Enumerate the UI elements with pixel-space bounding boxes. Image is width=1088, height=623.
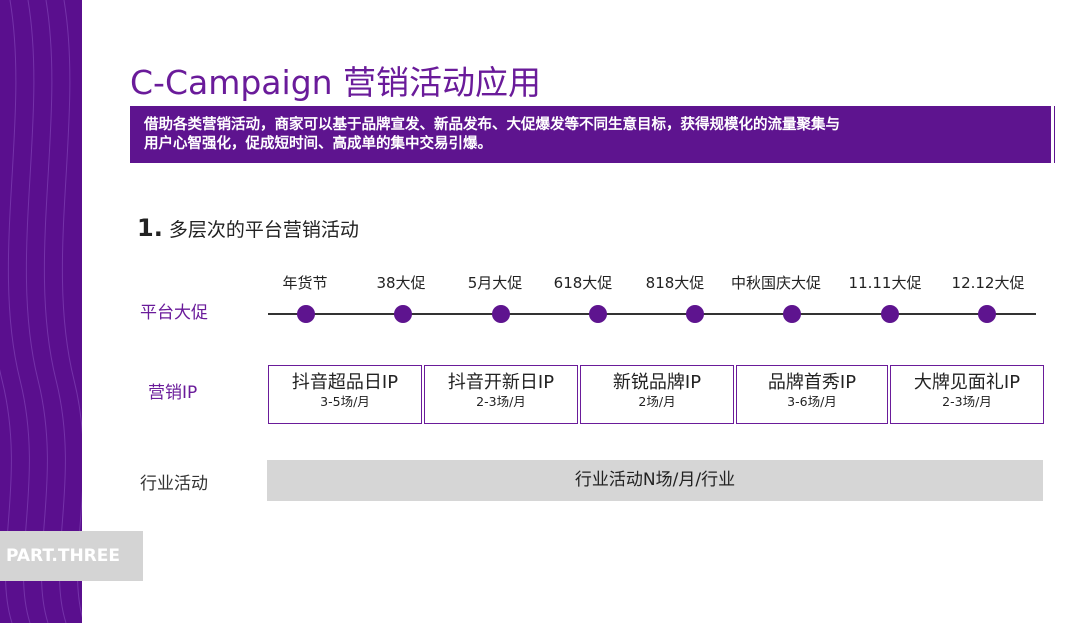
timeline-label: 818大促 — [645, 274, 705, 292]
timeline-label: 年货节 — [282, 274, 328, 292]
ip-name: 抖音超品日IP — [291, 372, 399, 393]
banner-line-2: 用户心智强化，促成短时间、高成单的集中交易引爆。 — [144, 136, 492, 152]
part-tag: PART.THREE — [0, 531, 143, 581]
section-number: 1. — [137, 214, 163, 242]
section-heading: 1.多层次的平台营销活动 — [137, 214, 359, 242]
timeline-dot — [492, 305, 510, 323]
timeline-label: 12.12大促 — [951, 274, 1025, 292]
ip-frequency: 2-3场/月 — [942, 394, 992, 409]
industry-activity-bar: 行业活动N场/月/行业 — [267, 460, 1043, 501]
timeline-dot — [783, 305, 801, 323]
row-label-industry: 行业活动 — [140, 474, 208, 494]
row-label-platform: 平台大促 — [140, 303, 208, 323]
timeline-label: 11.11大促 — [848, 274, 922, 292]
page-title: C-Campaign 营销活动应用 — [130, 63, 542, 102]
timeline-dot — [394, 305, 412, 323]
ip-name: 品牌首秀IP — [767, 372, 857, 393]
wave-lines-decoration — [0, 0, 82, 623]
ip-frequency: 2-3场/月 — [476, 394, 526, 409]
ip-box-big-brand-gift: 大牌见面礼IP 2-3场/月 — [890, 365, 1044, 424]
ip-box-brand-debut: 品牌首秀IP 3-6场/月 — [736, 365, 888, 424]
ip-frequency: 2场/月 — [638, 394, 676, 409]
timeline-label: 5月大促 — [467, 274, 523, 292]
ip-box-xinrui-brand: 新锐品牌IP 2场/月 — [580, 365, 734, 424]
ip-name: 新锐品牌IP — [612, 372, 702, 393]
row-label-marketing-ip: 营销IP — [148, 383, 198, 403]
ip-name: 抖音开新日IP — [447, 372, 555, 393]
banner-line-1: 借助各类营销活动，商家可以基于品牌宣发、新品发布、大促爆发等不同生意目标，获得规… — [144, 117, 840, 133]
ip-frequency: 3-5场/月 — [320, 394, 370, 409]
timeline-label: 618大促 — [553, 274, 613, 292]
intro-banner: 借助各类营销活动，商家可以基于品牌宣发、新品发布、大促爆发等不同生意目标，获得规… — [130, 106, 1055, 163]
timeline-dot — [297, 305, 315, 323]
section-title: 多层次的平台营销活动 — [168, 219, 359, 241]
timeline-dot — [589, 305, 607, 323]
ip-frequency: 3-6场/月 — [787, 394, 837, 409]
timeline-dot — [686, 305, 704, 323]
timeline-label: 38大促 — [376, 274, 426, 292]
banner-divider — [1051, 106, 1054, 163]
ip-box-kaixinri: 抖音开新日IP 2-3场/月 — [424, 365, 578, 424]
ip-box-chaopinri: 抖音超品日IP 3-5场/月 — [268, 365, 422, 424]
left-decorative-band — [0, 0, 82, 623]
ip-name: 大牌见面礼IP — [913, 372, 1021, 393]
timeline-label: 中秋国庆大促 — [730, 274, 822, 292]
timeline-dot — [881, 305, 899, 323]
timeline-dot — [978, 305, 996, 323]
timeline-axis — [268, 313, 1036, 315]
